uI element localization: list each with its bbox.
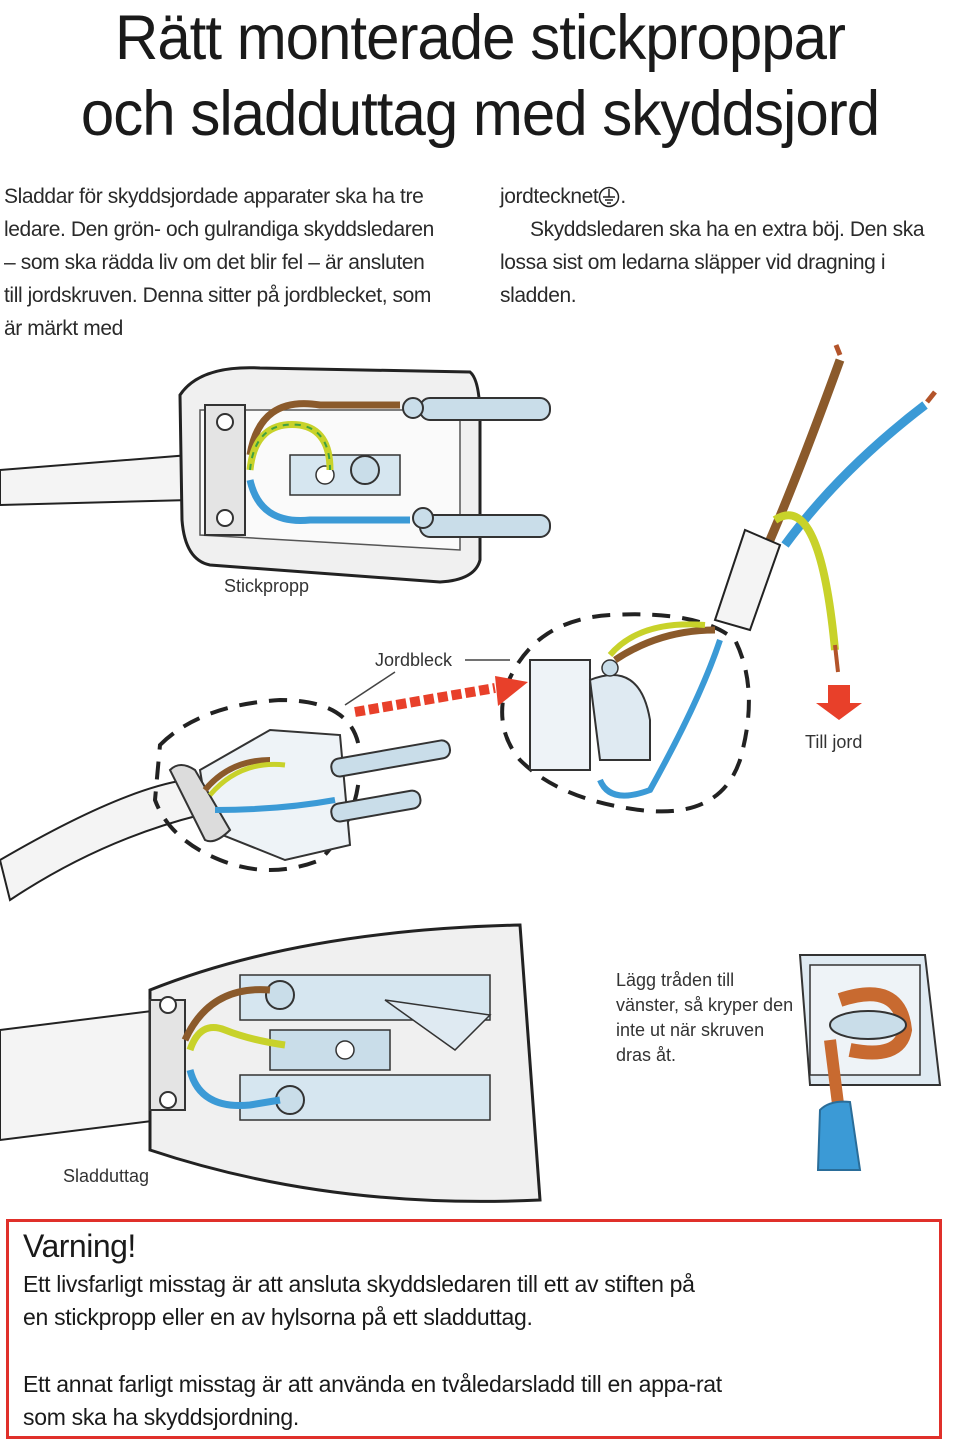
label-stickpropp: Stickpropp	[224, 576, 310, 596]
down-arrow-icon	[816, 685, 862, 720]
intro-text-left: Sladdar för skyddsjordade apparater ska …	[4, 180, 444, 345]
intro-text-right: jordtecknet. Skyddsledaren ska ha en ext…	[500, 180, 950, 312]
intro-right-end: .	[620, 185, 626, 208]
warning-paragraph-1: Ett livsfarligt misstag är att ansluta s…	[23, 1271, 695, 1330]
page-title-line2: och sladduttag med skyddsjord	[80, 78, 880, 149]
red-arrow-icon	[495, 676, 528, 706]
label-jordbleck: Jordbleck	[375, 650, 453, 670]
intro-left-paragraph: Sladdar för skyddsjordade apparater ska …	[4, 185, 434, 340]
page-title-line1: Rätt monterade stickproppar	[114, 2, 846, 73]
earth-symbol-icon	[599, 187, 620, 208]
intro-right-paragraph-2: Skyddsledaren ska ha en extra böj. Den s…	[500, 218, 925, 307]
label-till-jord: Till jord	[805, 732, 863, 752]
clamp-tip-text: Lägg tråden till vänster, så kryper den …	[616, 970, 794, 1065]
exploded-plug-illustration	[0, 344, 937, 902]
clamp-detail-illustration	[798, 954, 942, 1171]
socket-illustration	[0, 923, 542, 1203]
label-sladduttag: Sladduttag	[63, 1166, 150, 1186]
warning-heading: Varning!	[23, 1228, 136, 1264]
warning-box: Varning! Ett livsfarligt misstag är att …	[6, 1219, 942, 1439]
plug-illustration	[0, 366, 551, 584]
warning-paragraph-2: Ett annat farligt misstag är att använda…	[23, 1371, 722, 1430]
intro-right-paragraph-1: jordtecknet.	[500, 180, 950, 213]
intro-right-start: jordtecknet	[500, 185, 599, 208]
